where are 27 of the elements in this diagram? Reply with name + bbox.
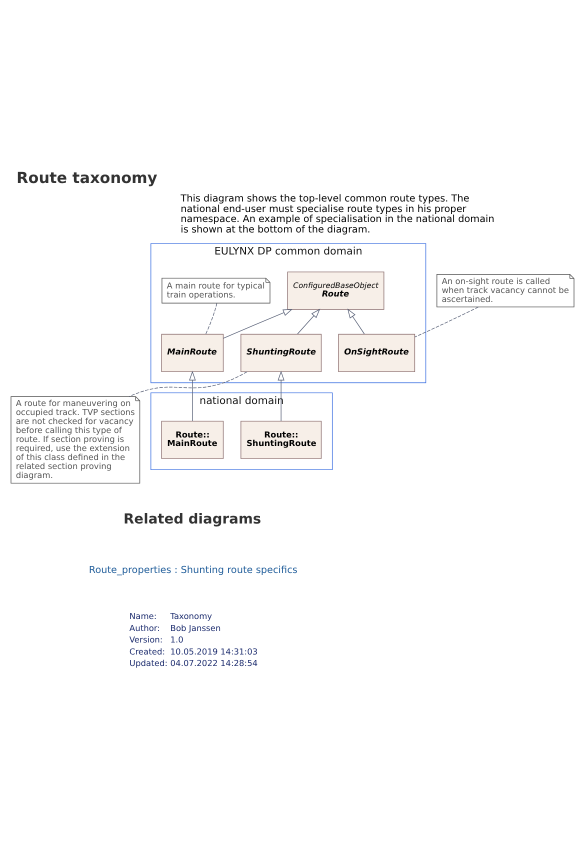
label: Related diagrams [124,511,262,528]
label: Route_properties : Shunting route specifics [88,564,298,576]
label: Author: [129,622,160,633]
node-box: ShuntingRoute [240,334,322,372]
arrow [189,370,196,422]
label: Bob Janssen [170,622,221,633]
label: 04.07.2022 14:28:54 [170,658,258,668]
node-box: Route:: MainRoute [161,420,224,459]
label: Taxonomy [170,610,212,621]
connector [205,302,218,334]
node-box: Route:: ShuntingRoute [240,420,322,459]
label: Name: [129,610,157,621]
arrow [222,308,293,339]
diagram-title: Route taxonomy [16,169,158,188]
connector [128,371,248,397]
label: Updated: [129,658,168,668]
label: 10.05.2019 14:31:03 [170,646,258,656]
label: Version: [129,634,163,645]
arrow [278,370,284,422]
node-box: OnSightRoute [338,334,416,372]
node-box: MainRoute [161,334,224,372]
label: Created: [129,646,166,656]
connector [414,306,479,338]
arrow [347,308,365,334]
label: This diagram shows the top-level common route types. The national end-user must specialise route types in his proper namespace. An example of specialisation in the national domain is shown at the bottom of the diagram. [180,193,494,236]
label: 1.0 [170,634,184,645]
arrow [297,308,320,334]
